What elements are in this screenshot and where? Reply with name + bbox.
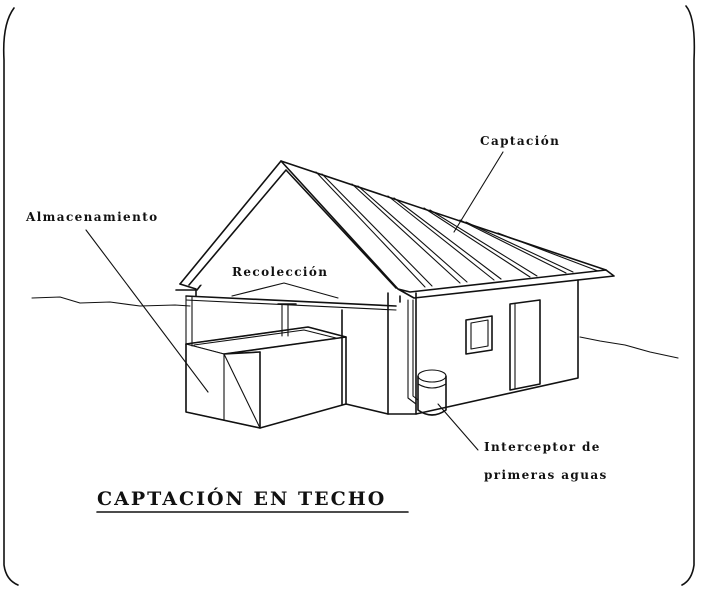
label-captacion: Captación — [480, 134, 560, 148]
frame-right-edge — [681, 5, 696, 586]
leader-line-almacenamiento — [85, 229, 209, 393]
house-side-wall — [387, 279, 579, 415]
leader-line-recoleccion — [231, 282, 339, 299]
ground-line-left — [31, 296, 191, 307]
house-door — [509, 299, 541, 391]
leader-line-captacion — [453, 151, 504, 233]
corrugated-roof — [179, 160, 615, 299]
gutter-system — [175, 289, 419, 405]
house-window — [465, 315, 493, 355]
storage-tank — [185, 326, 347, 429]
label-interceptor-line2: primeras aguas — [484, 468, 608, 482]
label-almacenamiento: Almacenamiento — [25, 210, 159, 224]
label-interceptor-line1: Interceptor de — [484, 440, 601, 454]
frame-left-edge — [2, 7, 19, 586]
leader-line-interceptor — [437, 403, 479, 451]
ground-line-right — [579, 336, 679, 359]
label-recoleccion: Recolección — [232, 265, 328, 279]
diagram-title: CAPTACIÓN EN TECHO — [97, 487, 386, 510]
first-flush-barrel — [417, 369, 447, 416]
